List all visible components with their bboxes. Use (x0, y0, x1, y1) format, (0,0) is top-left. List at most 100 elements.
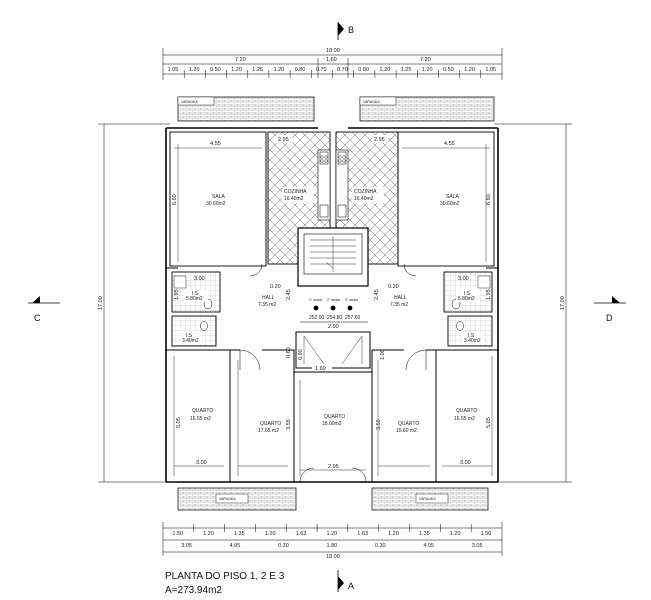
room-width: 2.95 (374, 137, 385, 143)
balcony-label: VARANDA (219, 497, 236, 501)
balcony-top-left: VARANDA (177, 96, 315, 122)
stair-core (297, 227, 369, 287)
top-half-left: 7.20 (235, 57, 246, 63)
top-half-mid: 1.60 (326, 57, 337, 63)
room-width: 3.00 (460, 460, 471, 466)
plan-title: PLANTA DO PISO 1, 2 E 3 (165, 571, 285, 582)
bedroom-inner-lines (173, 356, 493, 476)
room-area: 5.80m2 (186, 296, 203, 302)
door-swings (239, 263, 427, 483)
dim-text: 1.50 (481, 531, 492, 537)
dim-text: 0.30 (278, 543, 289, 549)
room-area: 3.40m2 (182, 338, 199, 344)
bottom-total-dim: 18.00 (326, 554, 340, 560)
dim-text: 0.90 (298, 349, 304, 360)
right-total-dim: 17.00 (560, 296, 566, 310)
dim-text: 0.20 (270, 284, 281, 290)
top-dimension-chains (162, 48, 503, 80)
dim-text: 1.25 (252, 67, 263, 73)
dim-text: 3.00 (458, 276, 469, 282)
dim-text: 1.25 (401, 67, 412, 73)
dim-text: 0.60 (286, 347, 292, 358)
room-quarto-4: QUARTO 15.60 m2 3.55 (376, 419, 419, 434)
dim-text: 1.20 (203, 531, 214, 537)
dim-text: 1.20 (231, 67, 242, 73)
plan-area: A=273.94m2 (165, 585, 222, 596)
room-area: 15.60 m2 (396, 428, 417, 434)
section-mark-d: D (594, 296, 626, 323)
dim-text: 0.80 (295, 67, 306, 73)
balcony-label: VARANDA (419, 497, 436, 501)
stair-level: 252.00 (309, 315, 325, 321)
dim-text: 1.50 (172, 531, 183, 537)
right-dimension (494, 123, 572, 483)
room-area: 16.55 m2 (454, 416, 475, 422)
room-width: 3.00 (196, 460, 207, 466)
dim-text: 2.45 (286, 289, 292, 300)
dim-text: 0.80 (358, 67, 369, 73)
room-width: 4.55 (210, 141, 221, 147)
room-height: 5.05 (486, 417, 492, 428)
balcony-label: VARANDA (363, 100, 380, 104)
room-name: SALA (446, 194, 459, 200)
stair-level: 257.60 (345, 315, 361, 321)
room-name: HALL (262, 295, 275, 301)
room-area: 30.60m2 (440, 201, 460, 207)
stair-width: 2.90 (328, 324, 339, 330)
room-is-large-left: I.S 5.80m2 (171, 271, 221, 313)
stair-landing: 1.60 (315, 366, 326, 372)
dim-text: 1.20 (380, 67, 391, 73)
room-quarto-3: QUARTO 18.00m2 2.95 (322, 414, 345, 470)
balcony-label: VARANDA (181, 100, 198, 104)
section-mark-b: B (337, 22, 354, 40)
room-is-small-left: I.S 3.40m2 (171, 315, 217, 347)
section-mark-a: A (337, 570, 354, 592)
left-dimension (98, 123, 170, 483)
dim-text: 1.20 (464, 67, 475, 73)
stair-levels: 1° andar 2° andar 3° andar 252.00 254.80… (300, 298, 368, 330)
dim-text: 1.35 (234, 531, 245, 537)
room-name: I.S (186, 333, 193, 339)
dim-text: 3.05 (181, 543, 192, 549)
section-mark-c: C (28, 296, 60, 323)
section-label-a: A (348, 581, 354, 591)
top-half-right: 7.20 (420, 57, 431, 63)
room-name: QUARTO (398, 421, 419, 427)
room-area: 30.60m2 (206, 201, 226, 207)
stair-floor-label: 3° andar (345, 298, 359, 302)
room-name: QUARTO (192, 408, 213, 414)
outer-walls (165, 127, 499, 483)
left-total-dim: 17.00 (98, 296, 104, 310)
balcony-top-right: VARANDA (359, 96, 495, 122)
room-name: QUARTO (260, 421, 281, 427)
room-height: 5.05 (176, 417, 182, 428)
room-area: 17.65 m2 (258, 428, 279, 434)
room-name: QUARTO (456, 408, 477, 414)
room-area: 5.80m2 (458, 296, 475, 302)
dim-text: 0.50 (443, 67, 454, 73)
dim-text: 3.00 (194, 276, 205, 282)
dim-text: 1.05 (485, 67, 496, 73)
interior-dims: 3.00 3.00 1.95 1.95 0.20 0.20 2.45 2.45 … (174, 276, 492, 360)
dim-text: 0.20 (388, 284, 399, 290)
room-is-large-right: I.S 5.80m2 (443, 271, 493, 313)
dim-text: 0.70 (316, 67, 327, 73)
dim-text: 1.20 (265, 531, 276, 537)
dim-text: 1.20 (422, 67, 433, 73)
dim-text: 1.00 (380, 349, 386, 360)
room-name: QUARTO (324, 414, 345, 420)
room-hall-right: HALL 7.35 m2 (390, 295, 408, 308)
dim-text: 1.20 (327, 531, 338, 537)
room-area: 3.40m2 (464, 338, 481, 344)
section-label-b: B (348, 25, 354, 35)
room-width: 2.95 (328, 464, 339, 470)
room-name: COZINHA (354, 189, 377, 195)
dim-text: 1.63 (357, 531, 368, 537)
balcony-bottom-left: VARANDA (177, 487, 297, 511)
room-name: I.S (192, 291, 199, 297)
dim-text: 1.20 (274, 67, 285, 73)
